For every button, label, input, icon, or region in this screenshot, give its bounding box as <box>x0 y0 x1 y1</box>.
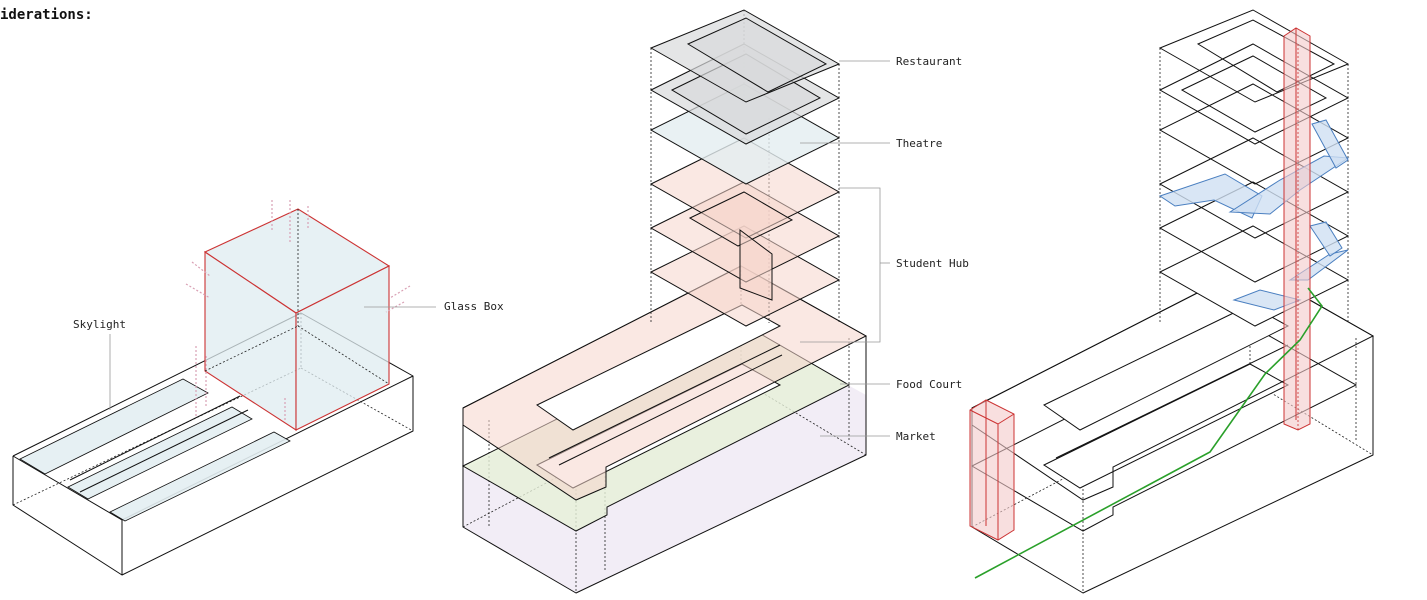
label-market: Market <box>896 430 936 443</box>
glass-box <box>203 208 391 432</box>
diagram-skylight-glassbox: Skylight Glass Box <box>12 200 504 576</box>
skylight-strips <box>19 378 291 522</box>
label-student-hub: Student Hub <box>896 257 969 270</box>
circulation-core-podium <box>969 399 1015 541</box>
stair-level-2 <box>1309 221 1343 257</box>
skylight-label: Skylight <box>73 318 126 331</box>
label-food-court: Food Court <box>896 378 962 391</box>
label-theatre: Theatre <box>896 137 942 150</box>
pedestrian-path <box>974 287 1323 579</box>
light-arrows <box>185 200 411 422</box>
diagram-circulation <box>969 9 1375 594</box>
section-title: iderations: <box>0 7 93 23</box>
diagram-program-stack: Restaurant Theatre Student Hub Food Cour… <box>461 9 969 594</box>
student-hub-stair <box>739 229 773 301</box>
student-hub-void-inner <box>688 191 794 247</box>
label-restaurant: Restaurant <box>896 55 962 68</box>
stair-level-3 <box>1158 173 1263 219</box>
student-hub-void <box>536 304 782 431</box>
restaurant-inner-upper <box>686 17 828 93</box>
glassbox-label: Glass Box <box>444 300 504 313</box>
stair-level-4 <box>1311 119 1349 169</box>
circulation-core-tower <box>1283 27 1311 431</box>
